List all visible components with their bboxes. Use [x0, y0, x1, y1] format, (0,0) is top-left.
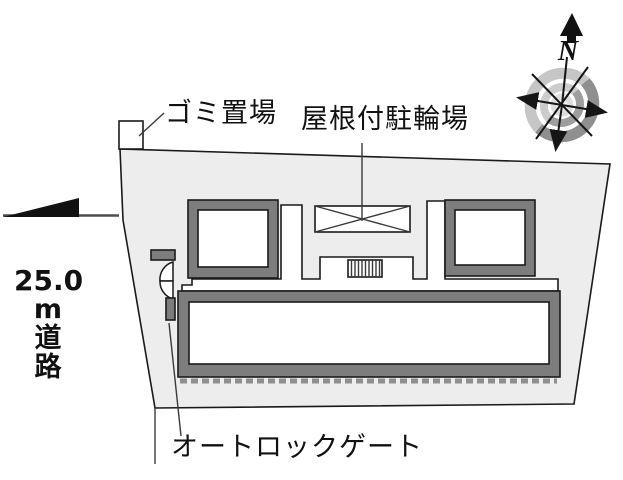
auto-lock-gate-label: オートロックゲート	[171, 432, 423, 463]
gate-leader-line	[168, 322, 182, 437]
bicycle-parking-label: 屋根付駐輪場	[301, 104, 469, 135]
road-direction-arrow	[3, 198, 119, 217]
garbage-area-box	[118, 120, 144, 150]
stairs	[347, 259, 383, 278]
right-building-interior	[454, 209, 526, 266]
compass-rose	[516, 13, 608, 152]
left-triangle-icon	[3, 198, 79, 217]
north-label: N	[557, 36, 579, 67]
left-building-interior	[197, 209, 269, 268]
stairs-hatch-icon	[350, 260, 381, 277]
garbage-area-label: ゴミ置場	[165, 98, 277, 129]
road-width-value: 25.0	[14, 264, 84, 297]
garbage-leader-line	[138, 112, 165, 137]
auto-lock-gate	[150, 249, 176, 321]
long-building-interior	[188, 301, 550, 365]
gate-bar	[150, 249, 176, 261]
gate-pillar	[165, 297, 176, 321]
north-arrow-icon	[560, 13, 583, 43]
road-kanji-2: 路	[34, 352, 62, 383]
road-unit: m	[33, 294, 63, 325]
road-kanji-1: 道	[34, 323, 62, 354]
road-label: 25.0 m 道 路	[14, 264, 84, 383]
